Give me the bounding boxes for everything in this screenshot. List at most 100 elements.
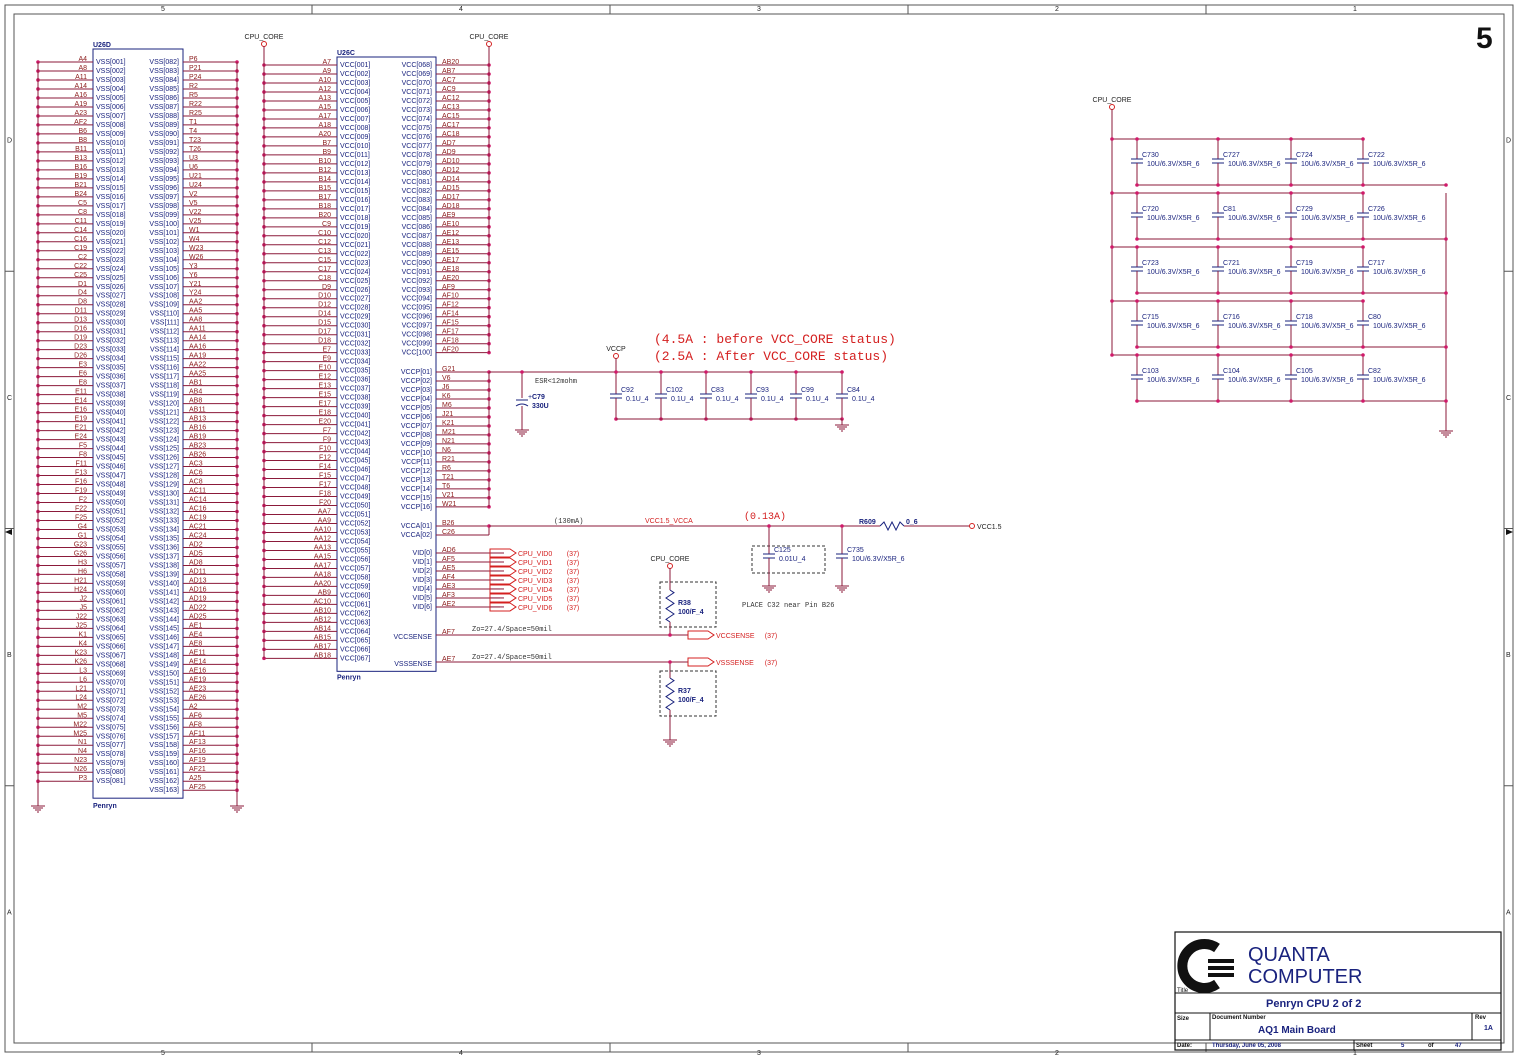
u26c-right-pin: AE18 <box>442 266 459 273</box>
u26d-right-pin: AB11 <box>189 407 206 414</box>
u26c-right-pin: AC17 <box>442 122 460 129</box>
u26d-right-pin: AF16 <box>189 748 206 755</box>
u26d-right-signal: VSS[137] <box>149 553 179 560</box>
u26c-left-pin: AB14 <box>314 625 331 632</box>
u26d-right-signal: VSS[108] <box>149 293 179 300</box>
u26c-right-signal: VCC[096] <box>402 314 432 321</box>
u26d-left-signal: VSS[053] <box>96 526 126 533</box>
junction-dot <box>704 370 708 374</box>
u26c-left-pin: D12 <box>318 302 331 309</box>
title-block: QUANTA COMPUTER Title Penryn CPU 2 of 2 … <box>1174 931 1502 1051</box>
u26c-right-signal: VCC[080] <box>402 170 432 177</box>
u26c-right-signal: VCC[075] <box>402 125 432 132</box>
junction-dot <box>1361 245 1365 249</box>
junction-dot <box>1110 299 1114 303</box>
u26d-right-signal: VSS[163] <box>149 787 179 794</box>
u26d-left-pin: D8 <box>78 299 87 306</box>
power-port <box>667 563 673 569</box>
u26c-right-pin: AD14 <box>442 176 460 183</box>
u26d-left-signal: VSS[077] <box>96 742 126 749</box>
cap-value: 10U/6.3V/X5R_6 <box>1228 377 1281 384</box>
u26d-left-pin: J5 <box>80 604 88 611</box>
cap-ref: C721 <box>1223 260 1240 267</box>
u26d-right-signal: VSS[159] <box>149 751 179 758</box>
junction-dot <box>614 370 618 374</box>
u26d-left-pin: E24 <box>75 434 88 441</box>
u26c-left-pin: F18 <box>319 491 331 498</box>
center-arrow-right <box>1506 529 1513 535</box>
u26d-right-signal: VSS[083] <box>149 68 179 75</box>
offsheet-connector <box>687 657 715 667</box>
date-label: Date: <box>1177 1043 1192 1049</box>
resistor-ref: R38 <box>678 600 691 607</box>
cap-ref: C724 <box>1296 152 1313 159</box>
c79-polarity: + <box>528 394 532 401</box>
u26d-right-signal: VSS[145] <box>149 625 179 632</box>
junction-dot <box>1361 345 1365 349</box>
junction-dot <box>1216 291 1220 295</box>
rev-label: Rev <box>1475 1015 1487 1021</box>
u26d-right-pin: AD22 <box>189 604 207 611</box>
cap-value: 10U/6.3V/X5R_6 <box>1373 323 1426 330</box>
u26d-left-signal: VSS[022] <box>96 248 126 255</box>
u26d-right-pin: V2 <box>189 191 198 198</box>
u26d-right-signal: VSS[118] <box>150 383 179 390</box>
u26c-vid-signal: VID[0] <box>413 550 433 557</box>
u26d-right-signal: VSS[135] <box>149 535 179 542</box>
u26c-left-pin: AB12 <box>314 616 331 623</box>
u26d-left-pin: N23 <box>74 757 87 764</box>
u26c-left-signal: VCC[045] <box>340 458 370 465</box>
u26d-left-pin: B16 <box>75 164 88 171</box>
u26d-right-signal: VSS[120] <box>149 401 179 408</box>
u26d-right-pin: AD25 <box>189 613 207 620</box>
u26d-right-pin: V5 <box>189 200 198 207</box>
u26c-left-pin: A15 <box>319 104 332 111</box>
u26c-left-signal: VCC[009] <box>340 134 370 141</box>
u26c-left-signal: VCC[041] <box>340 422 370 429</box>
u26d-left-signal: VSS[055] <box>96 544 126 551</box>
u26c-left-pin: F7 <box>323 428 331 435</box>
cap-ref: C726 <box>1368 206 1385 213</box>
u26d-right-signal: VSS[149] <box>149 661 179 668</box>
cap-value: 10U/6.3V/X5R_6 <box>1301 161 1354 168</box>
cap-value: 10U/6.3V/X5R_6 <box>1147 323 1200 330</box>
u26c-right-pin: AD9 <box>442 149 456 156</box>
u26c-left-signal: VCC[005] <box>340 98 370 105</box>
u26d-left-signal: VSS[059] <box>96 580 126 587</box>
u26c-vccp-signal: VCCP[12] <box>401 468 432 475</box>
u26d-left-signal: VSS[010] <box>96 140 126 147</box>
u26c-right-signal: VCC[070] <box>402 80 432 87</box>
u26d-left-signal: VSS[008] <box>96 122 126 129</box>
u26d-right-signal: VSS[093] <box>149 158 179 165</box>
u26c-left-pin: C17 <box>318 266 331 273</box>
sheet-title: Penryn CPU 2 of 2 <box>1266 998 1361 1010</box>
u26c-vccp-pin: J6 <box>442 384 450 391</box>
u26c-left-signal: VCC[055] <box>340 547 370 554</box>
u26d-left-pin: A8 <box>78 65 87 72</box>
cap-ref: C105 <box>1296 368 1313 375</box>
u26c-left-signal: VCC[004] <box>340 89 370 96</box>
zone-column-top: 4 <box>459 6 463 13</box>
u26d-right-signal: VSS[141] <box>149 589 179 596</box>
u26c-vccp-signal: VCCP[01] <box>401 369 432 376</box>
u26d-left-signal: VSS[057] <box>96 562 126 569</box>
rev-value: 1A <box>1484 1025 1493 1032</box>
u26c-right-signal: VCC[082] <box>402 188 432 195</box>
u26d-left-pin: L24 <box>75 694 87 701</box>
u26c-left-signal: VCC[066] <box>340 646 370 653</box>
u26c-left-pin: A17 <box>319 113 332 120</box>
u26c-right-signal: VCC[090] <box>402 260 432 267</box>
power-port <box>261 41 267 47</box>
offsheet-net: VSSSENSE <box>716 660 754 667</box>
junction-dot <box>1135 183 1139 187</box>
u26c-right-pin: AF20 <box>442 347 459 354</box>
u26d-left-signal: VSS[068] <box>96 661 126 668</box>
u26d-left-signal: VSS[043] <box>96 437 126 444</box>
u26c-right-signal: VCC[097] <box>402 323 432 330</box>
u26c-right-pin: AC9 <box>442 86 456 93</box>
u26d-left-signal: VSS[014] <box>96 176 126 183</box>
u26d-left-pin: F13 <box>75 470 87 477</box>
u26c-right-signal: VCC[091] <box>402 269 432 276</box>
u26d-right-pin: AA2 <box>189 299 202 306</box>
u26d-left-pin: F19 <box>75 488 87 495</box>
